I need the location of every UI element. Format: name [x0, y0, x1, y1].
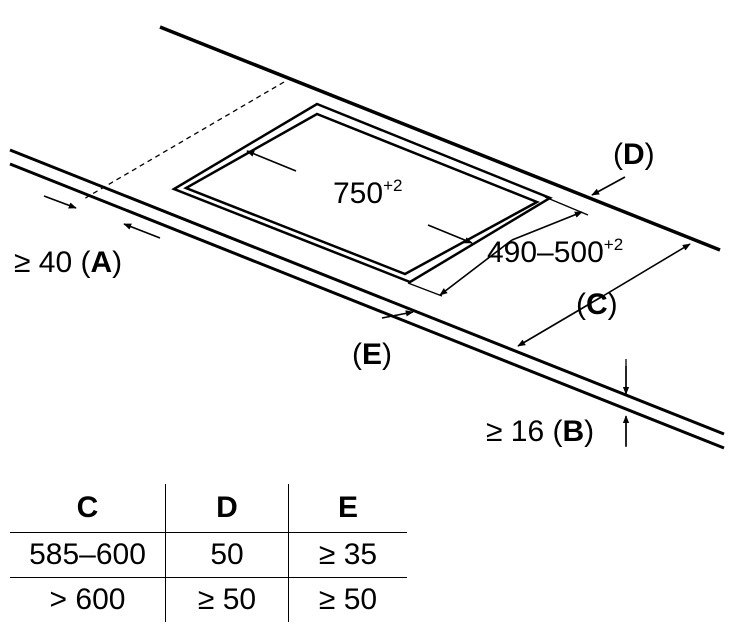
table-cell: ≥ 35 [288, 532, 407, 578]
c-dimension [517, 295, 604, 347]
c-dimension [602, 243, 691, 297]
label-a: ≥ 40 (A) [14, 246, 122, 279]
depth-label: 490–500+2 [487, 235, 623, 269]
table-header-row: C D E [10, 484, 407, 533]
worktop-outline [9, 25, 725, 450]
table-cell: > 600 [10, 577, 166, 622]
table-header: E [288, 484, 407, 533]
table-header: D [165, 484, 289, 533]
table-cell: 50 [165, 532, 289, 578]
e-arrow [381, 310, 414, 319]
label-b: ≥ 16 (B) [486, 415, 594, 448]
a-arrow-left [43, 195, 77, 209]
worktop-front-top-edge [9, 148, 725, 436]
dimension-table: C D E 585–600 50 ≥ 35 > 600 ≥ 50 ≥ 50 [10, 484, 407, 622]
table-cell: ≥ 50 [288, 577, 407, 622]
cutout-diagram: 750+2 490–500+2 ≥ 40 (A) (D) (C) (E) ≥ 1… [9, 25, 725, 450]
depth-dimension [439, 239, 513, 296]
cutout-outline [171, 102, 553, 284]
width-label: 750+2 [333, 176, 402, 210]
label-c: (C) [576, 288, 618, 321]
table-cell: ≥ 50 [165, 577, 289, 622]
worktop-front-bottom-edge [9, 162, 725, 450]
cutout-outer [171, 102, 553, 284]
label-d: (D) [613, 138, 655, 171]
table-row: > 600 ≥ 50 ≥ 50 [10, 577, 407, 622]
depth-dimension [511, 211, 583, 241]
width-dimension [246, 150, 297, 172]
projection-line [81, 81, 285, 201]
worktop-back-edge [159, 25, 721, 252]
d-arrow [591, 176, 626, 196]
cutout-inner [183, 112, 540, 276]
label-e: (E) [352, 338, 392, 371]
table-header: C [76, 491, 99, 524]
width-dimension [427, 224, 473, 244]
dimension-lines [43, 150, 691, 446]
table-row: 585–600 50 ≥ 35 [10, 532, 407, 578]
a-arrow-right [123, 223, 161, 239]
table-cell: 585–600 [10, 532, 166, 578]
